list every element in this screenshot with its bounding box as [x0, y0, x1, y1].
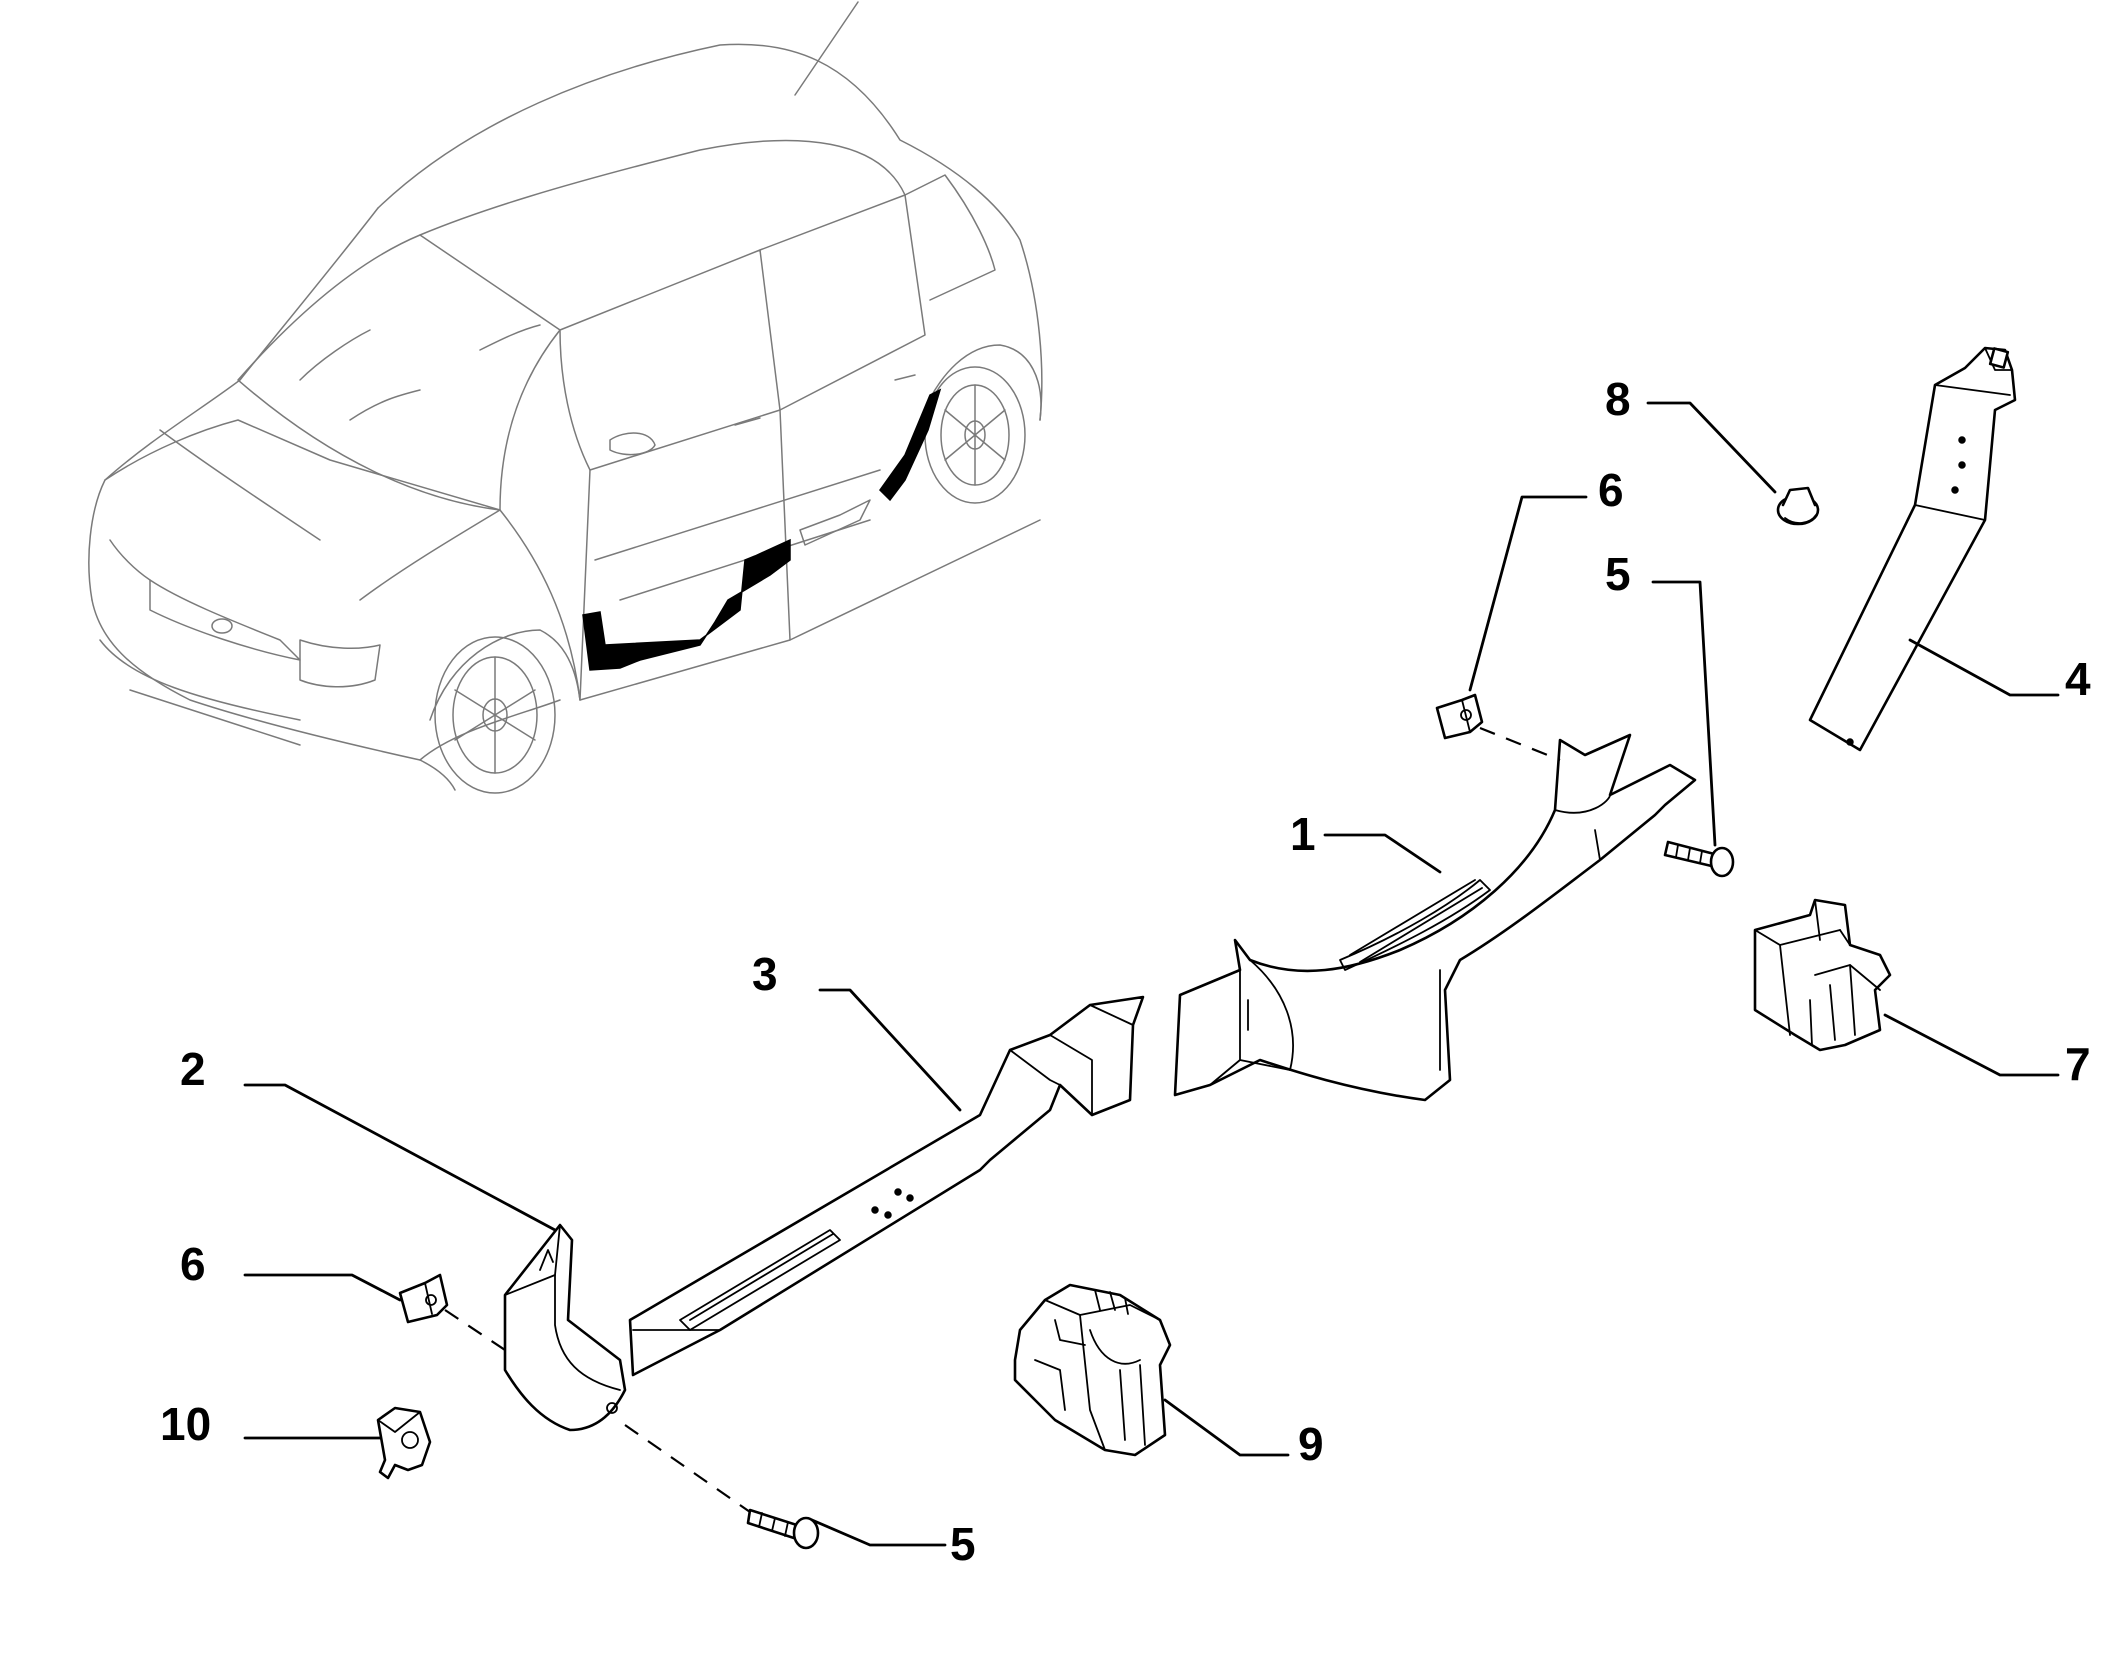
callout-7: 7 [2065, 1038, 2091, 1090]
callout-6-lower: 6 [180, 1238, 206, 1290]
callout-labels: 1 2 3 4 5 5 6 6 7 8 9 10 [160, 373, 2091, 1570]
alignment-lines [444, 726, 1561, 1513]
part-7-clip-bracket [1753, 898, 1892, 1052]
part-9-clip-holder [1013, 1283, 1172, 1457]
part-3-front-sill-trim [628, 995, 1145, 1377]
callout-1: 1 [1290, 808, 1316, 860]
callout-9: 9 [1298, 1418, 1324, 1470]
part-1-rear-sill-trim [1173, 733, 1697, 1102]
vehicle-overview [88, 1, 1043, 794]
part-8-grommet [1776, 486, 1820, 526]
part-6-clip-nut-lower [398, 1273, 449, 1324]
part-10-bracket-clip [376, 1406, 432, 1480]
part-4-rear-pillar-strip [1808, 346, 2017, 752]
leader-lines [243, 401, 2060, 1547]
callout-4: 4 [2065, 653, 2091, 705]
part-5-screw-upper [1663, 840, 1735, 878]
callout-5-upper: 5 [1605, 548, 1631, 600]
callout-6-upper: 6 [1598, 464, 1624, 516]
callout-10: 10 [160, 1398, 211, 1450]
callout-5-lower: 5 [950, 1518, 976, 1570]
part-6-clip-nut-upper [1435, 693, 1484, 740]
callout-3: 3 [752, 948, 778, 1000]
callout-2: 2 [180, 1043, 206, 1095]
part-5-screw-lower [746, 1508, 820, 1550]
callout-8: 8 [1605, 373, 1631, 425]
part-2-front-corner-trim [503, 1223, 627, 1432]
